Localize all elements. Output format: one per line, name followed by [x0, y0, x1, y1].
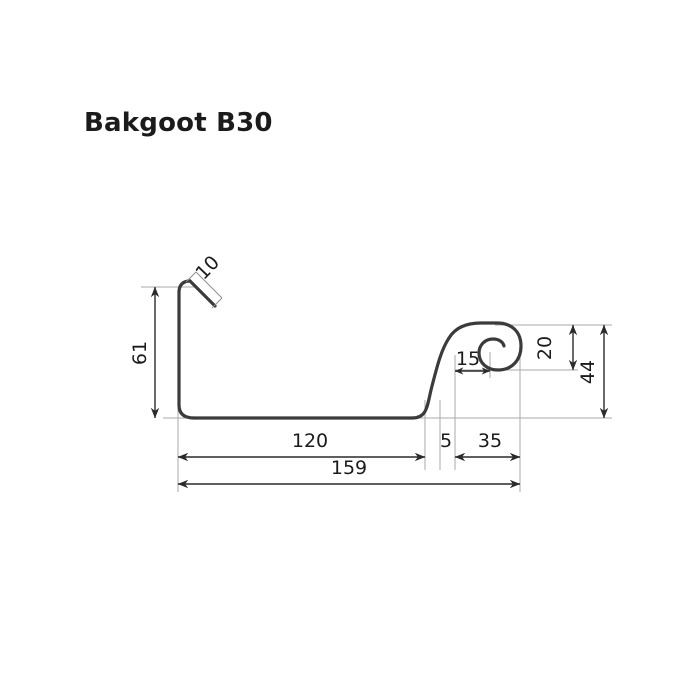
dim-label-61: 61: [129, 341, 151, 365]
profile-outline: [177, 279, 523, 420]
dimension-overall-159: 159: [177, 457, 521, 489]
dimension-lip-10: 10: [185, 251, 224, 309]
dim-label-10: 10: [191, 251, 224, 284]
page-title: Bakgoot B30: [84, 108, 273, 138]
dim-label-35: 35: [478, 430, 502, 452]
dim-label-120: 120: [292, 430, 328, 452]
dimension-curl-inner-15: 15: [454, 348, 491, 375]
dim-10-tick-a: [185, 271, 197, 283]
dim-label-15: 15: [456, 348, 480, 370]
dimension-ramp-5: 5: [440, 430, 452, 452]
profile-curl: [447, 321, 523, 372]
dim-label-159: 159: [331, 457, 367, 479]
dim-10-line-a: [195, 271, 223, 299]
extension-lines: [141, 286, 612, 492]
profile-bottom-left-radius: [177, 403, 196, 420]
dimension-base-120: 120: [177, 430, 426, 462]
dim-label-5: 5: [440, 430, 452, 452]
dim-label-20: 20: [534, 336, 556, 360]
dimension-front-height-44: 44: [577, 324, 609, 419]
profile-ramp: [410, 336, 451, 420]
dimension-back-height-61: 61: [129, 286, 160, 419]
profile-lip-bend: [177, 279, 192, 293]
dimension-front-35: 35: [454, 430, 521, 462]
dim-label-44: 44: [577, 360, 599, 384]
profile-top-lip: [188, 279, 217, 308]
dimension-curl-height-20: 20: [534, 324, 578, 371]
dim-10-tick-b: [211, 297, 223, 309]
